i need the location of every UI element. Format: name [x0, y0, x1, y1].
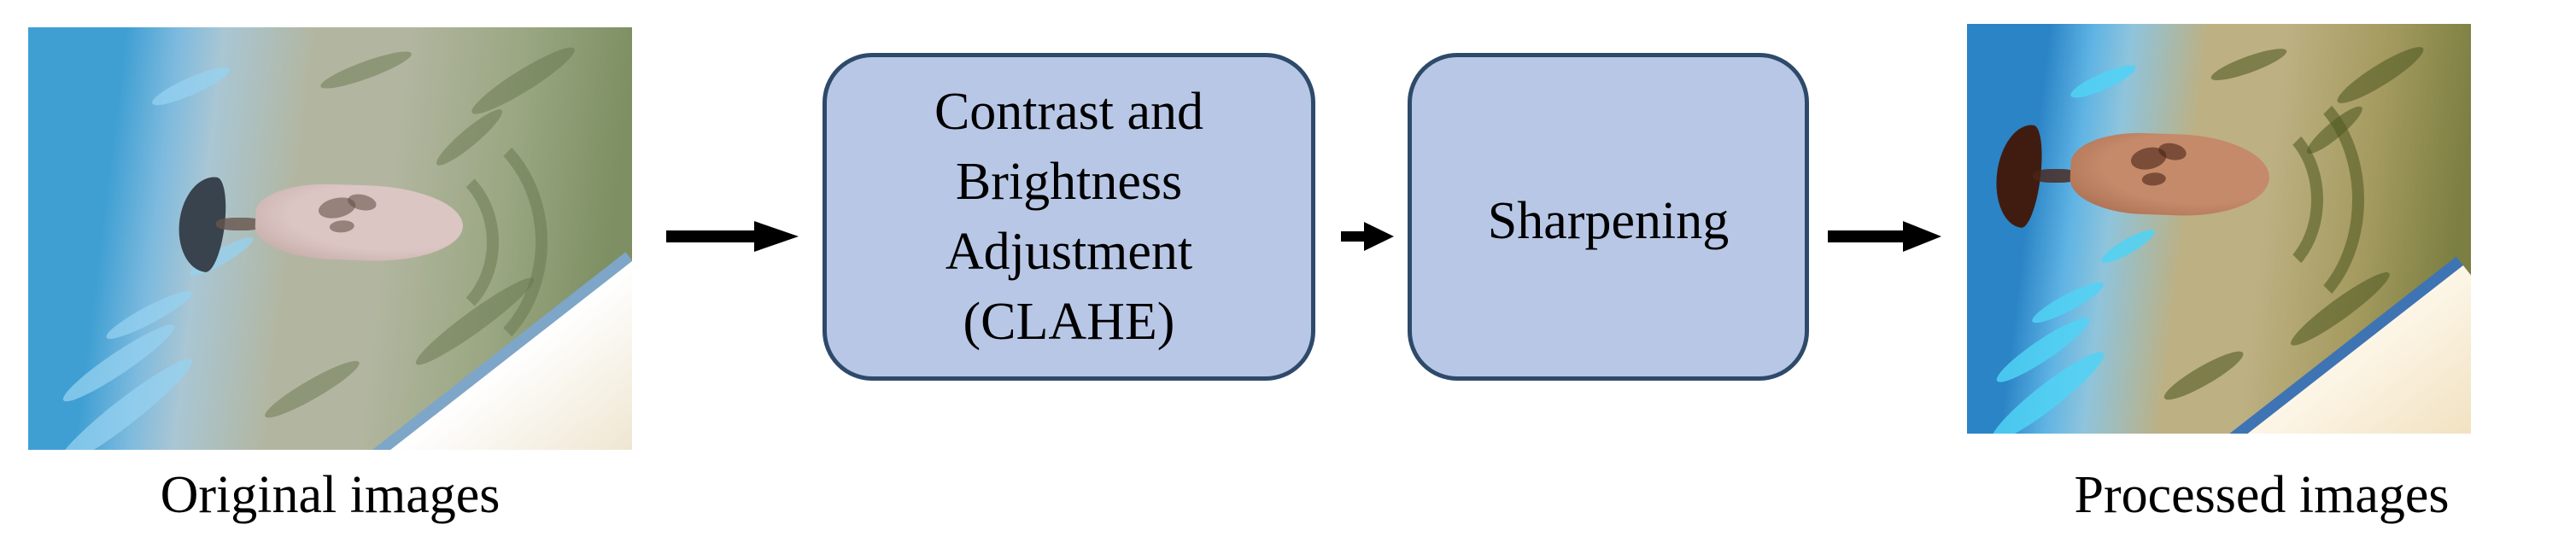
porpoise-mottling	[2141, 171, 2167, 186]
step-label-line: Brightness	[955, 153, 1183, 211]
water-ripple	[2028, 276, 2108, 329]
original-images-caption: Original images	[160, 466, 501, 524]
flow-arrow-1-icon	[666, 221, 799, 252]
shadow-streak	[260, 354, 364, 425]
step-box-sharpening: Sharpening	[1408, 53, 1809, 381]
flow-arrow-3-icon	[1828, 221, 1941, 252]
shadow-streak	[2332, 39, 2429, 111]
shadow-streak	[318, 44, 415, 95]
porpoise	[173, 166, 465, 281]
porpoise-tail-stem	[215, 218, 265, 231]
shadow-streak	[466, 38, 581, 121]
water-ripple	[149, 61, 234, 112]
processed-images-caption: Processed images	[2074, 466, 2450, 524]
original-image	[28, 27, 632, 450]
step-label-line: Sharpening	[1487, 192, 1730, 250]
water-ripple	[2067, 59, 2139, 103]
step-label-line: (CLAHE)	[963, 293, 1175, 351]
porpoise-tail-stem	[2032, 169, 2079, 184]
shadow-streak	[2159, 344, 2248, 406]
step-label-line: Contrast and	[934, 83, 1204, 141]
step-label-line: Adjustment	[945, 223, 1193, 281]
porpoise	[1991, 114, 2271, 237]
porpoise-mottling	[330, 219, 356, 234]
processed-image	[1967, 24, 2471, 434]
flow-arrow-2-icon	[1341, 222, 1394, 251]
porpoise-body	[254, 181, 465, 265]
porpoise-body	[2069, 130, 2271, 219]
step-box-clahe: Contrast and Brightness Adjustment (CLAH…	[823, 53, 1315, 381]
